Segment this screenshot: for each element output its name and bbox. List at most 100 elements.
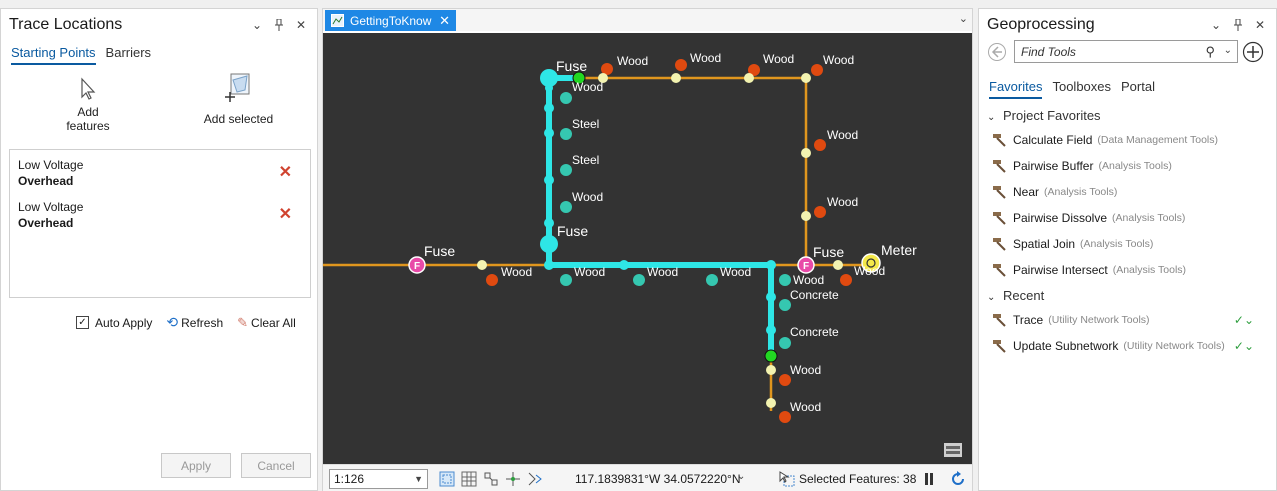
starting-point[interactable] xyxy=(572,71,586,85)
map-tabbar: GettingToKnow ✕ ⌄ xyxy=(323,9,972,31)
tool-item[interactable]: Trace (Utility Network Tools) xyxy=(992,313,1262,327)
pole-label: Concrete xyxy=(790,288,839,302)
pole-label: Wood xyxy=(854,264,885,278)
pole-label: Steel xyxy=(572,153,599,167)
back-icon[interactable] xyxy=(987,42,1007,62)
chevron-down-icon[interactable]: ⌄ xyxy=(251,18,263,32)
hammer-icon xyxy=(993,212,1006,225)
tool-name: Pairwise Buffer xyxy=(1013,159,1094,173)
tool-item[interactable]: Pairwise Intersect (Analysis Tools) xyxy=(992,263,1186,277)
tool-item[interactable]: Pairwise Buffer (Analysis Tools) xyxy=(992,159,1172,173)
add-features-button[interactable]: Add features xyxy=(58,77,118,133)
tab-portal[interactable]: Portal xyxy=(1121,79,1155,94)
select-tool-icon[interactable] xyxy=(439,471,455,487)
refresh-icon[interactable] xyxy=(950,471,966,487)
basemap-icon[interactable] xyxy=(944,443,962,457)
hammer-icon xyxy=(993,238,1006,251)
tool-category: (Utility Network Tools) xyxy=(1048,314,1150,326)
chevron-down-icon[interactable]: ⌄ xyxy=(737,471,746,482)
map-canvas[interactable]: F F Fuse Fuse Fuse xyxy=(323,33,972,464)
fuse-symbol[interactable]: F xyxy=(797,256,815,274)
delete-icon[interactable]: ✕ xyxy=(278,206,292,223)
pole-label: Wood xyxy=(827,128,858,142)
success-check-icon[interactable]: ✓⌄ xyxy=(1233,339,1254,353)
success-check-icon[interactable]: ✓⌄ xyxy=(1233,313,1254,327)
tab-toolboxes[interactable]: Toolboxes xyxy=(1052,79,1112,94)
tool-item[interactable]: Pairwise Dissolve (Analysis Tools) xyxy=(992,211,1185,225)
search-icon[interactable]: ⚲ xyxy=(1205,44,1215,59)
point-layer: Low Voltage xyxy=(18,200,84,214)
apply-button[interactable]: Apply xyxy=(161,453,231,478)
fuse-symbol-traced[interactable] xyxy=(540,69,558,87)
list-item[interactable]: Low Voltage Overhead xyxy=(18,157,83,189)
fuse-label: Fuse xyxy=(556,58,587,74)
cancel-button[interactable]: Cancel xyxy=(241,453,311,478)
refresh-button[interactable]: ⟲ Refresh xyxy=(166,314,223,331)
tool-name: Spatial Join xyxy=(1013,237,1076,251)
starting-point[interactable] xyxy=(764,349,778,363)
tool-name: Update Subnetwork xyxy=(1013,339,1119,353)
trace-tabs: Starting Points Barriers xyxy=(11,45,151,65)
tab-starting-points[interactable]: Starting Points xyxy=(11,45,96,65)
pole-label: Concrete xyxy=(790,325,839,339)
chevron-down-icon[interactable]: ⌄ xyxy=(1223,45,1232,56)
geoprocessing-pane: Geoprocessing ⌄ ✕ Find Tools ⚲ ⌄ Favorit… xyxy=(978,8,1277,491)
pause-icon[interactable] xyxy=(921,471,937,487)
chevron-down-icon: ▼ xyxy=(414,474,423,484)
tab-barriers[interactable]: Barriers xyxy=(105,45,152,60)
tool-name: Near xyxy=(1013,185,1040,199)
chevron-down-icon[interactable]: ⌄ xyxy=(1210,18,1222,32)
close-icon[interactable]: ✕ xyxy=(295,18,307,32)
pole-label: Wood xyxy=(763,52,794,66)
pole-label: Wood xyxy=(790,363,821,377)
list-item[interactable]: Low Voltage Overhead xyxy=(18,199,83,231)
scale-select[interactable]: 1:126 ▼ xyxy=(329,469,428,489)
tab-favorites[interactable]: Favorites xyxy=(989,79,1043,99)
constraints-icon[interactable] xyxy=(505,471,521,487)
pole-label: Wood xyxy=(647,265,678,279)
project-favorites-header[interactable]: ⌄ Project Favorites xyxy=(987,108,1101,123)
pane-title: Geoprocessing xyxy=(987,16,1095,33)
find-tools-input[interactable]: Find Tools ⚲ ⌄ xyxy=(1014,40,1238,63)
cursor-arrow-icon xyxy=(81,77,96,100)
tool-item[interactable]: Spatial Join (Analysis Tools) xyxy=(992,237,1153,251)
grid-icon[interactable] xyxy=(461,471,477,487)
tool-item[interactable]: Near (Analysis Tools) xyxy=(992,185,1117,199)
pole-label: Wood xyxy=(823,53,854,67)
pole-label: Steel xyxy=(572,117,599,131)
clear-all-button[interactable]: ✎ Clear All xyxy=(237,315,296,331)
pin-icon[interactable] xyxy=(271,17,287,33)
close-icon[interactable]: ✕ xyxy=(439,12,450,28)
map-tab[interactable]: GettingToKnow ✕ xyxy=(325,10,456,31)
chevron-down-icon[interactable]: ⌄ xyxy=(958,13,968,25)
recent-header[interactable]: ⌄ Recent xyxy=(987,288,1044,303)
add-selected-button[interactable]: Add selected xyxy=(201,72,276,126)
map-tab-title: GettingToKnow xyxy=(350,13,432,28)
correction-icon[interactable] xyxy=(527,471,543,487)
auto-apply-checkbox[interactable]: ✓ Auto Apply xyxy=(76,316,152,330)
auto-apply-label: Auto Apply xyxy=(95,315,153,330)
tool-name: Pairwise Dissolve xyxy=(1013,211,1108,225)
map-view-pane: GettingToKnow ✕ ⌄ xyxy=(322,8,973,491)
tool-item[interactable]: Update Subnetwork (Utility Network Tools… xyxy=(992,339,1262,353)
pole-label: Wood xyxy=(720,265,751,279)
close-icon[interactable]: ✕ xyxy=(1254,18,1266,32)
snapping-icon[interactable] xyxy=(483,471,499,487)
geoprocessing-tabs: Favorites Toolboxes Portal xyxy=(989,79,1155,99)
delete-icon[interactable]: ✕ xyxy=(278,164,292,181)
fuse-symbol[interactable]: F xyxy=(408,256,426,274)
pole-label: Wood xyxy=(574,265,605,279)
geoprocessing-header: Geoprocessing ⌄ ✕ xyxy=(987,15,1268,37)
add-icon[interactable] xyxy=(1242,41,1264,63)
pole-label: Wood xyxy=(617,54,648,68)
pole-label: Wood xyxy=(572,190,603,204)
hammer-icon xyxy=(993,160,1006,173)
tool-item[interactable]: Calculate Field (Data Management Tools) xyxy=(992,133,1218,147)
tool-category: (Utility Network Tools) xyxy=(1123,340,1225,352)
pin-icon[interactable] xyxy=(1230,17,1246,33)
fuse-symbol-traced[interactable] xyxy=(540,235,558,253)
fuse-label: Fuse xyxy=(557,223,588,239)
tool-category: (Analysis Tools) xyxy=(1112,264,1187,276)
meter-symbol[interactable] xyxy=(861,253,881,273)
trace-locations-header: Trace Locations ⌄ ✕ xyxy=(9,15,309,37)
